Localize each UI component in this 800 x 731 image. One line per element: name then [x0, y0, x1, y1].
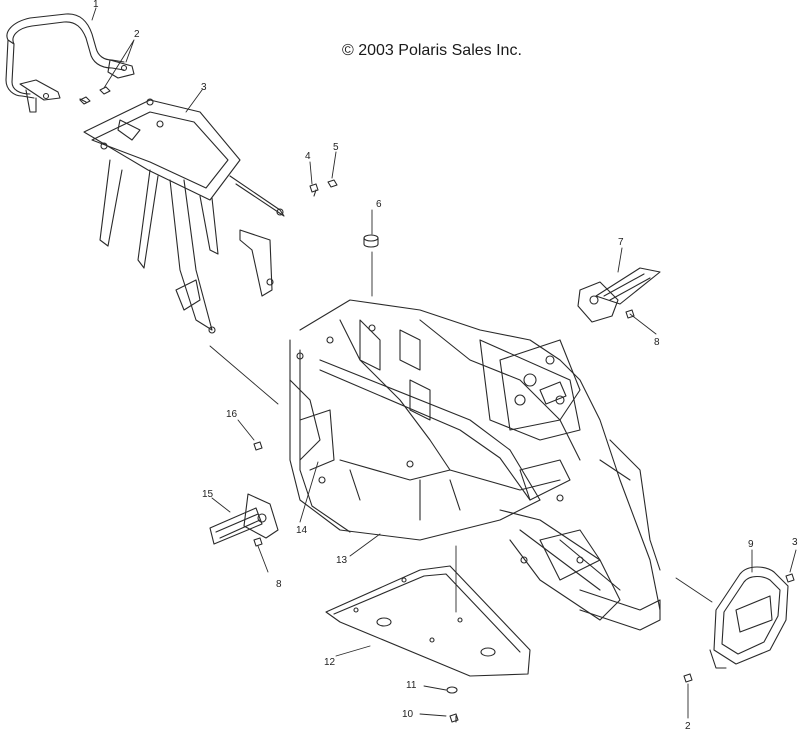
callout-9[interactable]: 9: [748, 539, 754, 550]
callout-6[interactable]: 6: [376, 199, 382, 210]
bolt-8-upper[interactable]: [625, 309, 635, 319]
footrest-right[interactable]: [577, 267, 661, 323]
callout-5[interactable]: 5: [333, 142, 339, 153]
callout-15[interactable]: 15: [202, 489, 214, 500]
frame-plug[interactable]: [363, 234, 379, 248]
bolt-16[interactable]: [253, 441, 263, 451]
bolt-upper-pair[interactable]: [79, 86, 111, 105]
callout-13[interactable]: 13: [336, 555, 348, 566]
callout-10[interactable]: 10: [402, 709, 414, 720]
bolt-5[interactable]: [327, 179, 338, 188]
callout-2-lower[interactable]: 2: [685, 721, 691, 731]
callout-4[interactable]: 4: [305, 151, 311, 162]
bolt-2-lower[interactable]: [683, 673, 693, 683]
callout-7[interactable]: 7: [618, 237, 624, 248]
bolt-4[interactable]: [309, 183, 319, 197]
callout-1[interactable]: 1: [93, 0, 99, 10]
bolt-10[interactable]: [449, 713, 459, 723]
callout-11[interactable]: 11: [406, 680, 417, 691]
callout-3[interactable]: 3: [201, 82, 207, 93]
front-bumper[interactable]: [709, 566, 789, 669]
callout-2[interactable]: 2: [134, 29, 140, 40]
main-frame[interactable]: [289, 299, 661, 631]
copyright-notice: © 2003 Polaris Sales Inc.: [342, 42, 522, 59]
leader-lines: [91, 7, 797, 719]
callout-3-right[interactable]: 3: [792, 537, 798, 548]
rear-sub-frame[interactable]: [83, 98, 285, 334]
callout-8-lower[interactable]: 8: [276, 579, 282, 590]
skid-plate[interactable]: [325, 565, 531, 677]
footrest-left[interactable]: [209, 493, 279, 545]
callout-8[interactable]: 8: [654, 337, 660, 348]
bolt-8-lower[interactable]: [253, 537, 263, 547]
callout-12[interactable]: 12: [324, 657, 336, 668]
bolt-3-right[interactable]: [785, 573, 795, 583]
fastener-11[interactable]: [446, 686, 458, 694]
rear-grab-bar[interactable]: [5, 13, 135, 113]
callout-16[interactable]: 16: [226, 409, 238, 420]
callout-14[interactable]: 14: [296, 525, 308, 536]
